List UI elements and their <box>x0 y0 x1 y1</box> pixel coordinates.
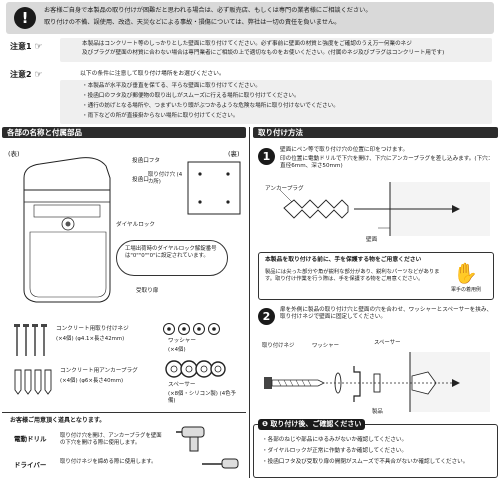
dial-note-text: 工場出荷時のダイヤルロック解錠番号は"0""0""0"に設定されています。 <box>125 246 217 259</box>
step-2-illustration <box>264 352 490 412</box>
notice-2-item: ・本製品が水平及び垂直を保てる、平らな壁面に取り付けてください。 <box>82 83 261 89</box>
anchor-label: コンクリート用アンカープラグ <box>60 368 138 374</box>
tool-driver-desc: 取り付けネジを締める際に使用します。 <box>60 459 157 465</box>
pointing-hand-icon: ☞ <box>34 42 43 52</box>
parts-section-header: 各部の名称と付属部品 <box>2 127 246 139</box>
step-1-wall-label: 壁面 <box>366 237 378 243</box>
notice-1-line-1: 本製品はコンクリート等のしっかりとした壁面に取り付けてください。必ず事前に壁面の… <box>82 41 412 47</box>
washer-label: ワッシャー <box>168 338 196 344</box>
warning-line-2: 取り付けの不備、誤使用、改造、天災などによる事故・損傷については、弊社は一切の責… <box>44 19 341 26</box>
part-dial-label: ダイヤルロック <box>116 222 155 228</box>
washer-illustration <box>163 323 220 335</box>
exclamation-circle-icon: ! <box>14 7 36 29</box>
after-install-item: ・各部のねじや部品にゆるみがないか確認してください。 <box>262 437 408 443</box>
notice-1-line-2: 及びプラグが壁面の材質に合わない場合は専門業者にご相談の上で適切なものをお使いく… <box>82 50 445 56</box>
glove-icon: ✋ <box>453 261 478 285</box>
washer-count: (×4個) <box>168 347 186 353</box>
tool-drill-desc: 取り付け穴を開け、アンカープラグを壁面の下穴を開ける際に使用します。 <box>60 433 162 446</box>
step-2-product-label: 製品 <box>372 409 383 415</box>
mailbox-back-illustration <box>187 161 241 215</box>
glove-warning-text: 製品には尖った部分や角が鋭利な部分があり、鋭利なパーツなどがあります。取り付け作… <box>265 269 440 282</box>
notice-1-box: 本製品はコンクリート等のしっかりとした壁面に取り付けてください。必ず事前に壁面の… <box>60 38 492 62</box>
front-label: (表) <box>8 150 20 158</box>
column-divider <box>249 127 250 478</box>
step-2-screw-label: 取り付けネジ <box>262 343 295 349</box>
step-2-text-1: 扉を外側に製品の取り付け穴と壁面の穴を合わせ、ワッシャーとスペーサーを挟み、取り… <box>280 307 493 320</box>
anchor-spec: (×4個) (φ6×長さ40mm) <box>60 378 124 384</box>
notice-2-item: ・通行の妨げとなる場所や、つまずいたり頭がぶつかるような危険な場所に取り付けない… <box>82 103 339 109</box>
step-1-text-1: 壁面にペン等で取り付け穴の位置に印をつけます。 <box>280 147 409 153</box>
install-section-header: 取り付け方法 <box>253 127 498 139</box>
drill-icon <box>176 426 205 452</box>
notice-1-title: 注意1 <box>10 42 32 51</box>
tool-driver-name: ドライバー <box>14 461 47 469</box>
dial-note-bubble: 工場出荷時のダイヤルロック解錠番号は"0""0""0"に設定されています。 <box>116 240 228 276</box>
glove-caption: 軍手の着用例 <box>451 287 482 293</box>
part-lid-label: 投函口フタ <box>132 158 160 164</box>
notice-2-title: 注意2 <box>10 70 32 79</box>
pointing-hand-icon: ☞ <box>34 70 43 80</box>
step-1-anchor-label: アンカープラグ <box>265 186 304 192</box>
glove-warning-title: 本製品を取り付ける前に、手を保護する物をご用意ください <box>265 257 422 263</box>
after-install-title: ❶ 取り付け後、ご確認ください <box>258 419 366 430</box>
notice-2-box: ・本製品が水平及び垂直を保てる、平らな壁面に取り付けてください。 ・投函口のフタ… <box>60 80 492 124</box>
warning-line-1: お客様ご自身で本製品の取り付けが困難だと思われる場合は、必ず販売店、もしくは専門… <box>44 7 372 14</box>
tools-box: お客様ご用意頂く道具となります。 電動ドリル 取り付け穴を開け、アンカープラグを… <box>2 412 246 478</box>
notice-2-intro: 以下の条件に注意して取り付け場所をお選びください。 <box>80 71 225 77</box>
step-2-washer-label: ワッシャー <box>312 343 339 349</box>
screw-spec: (×4個) (φ4.1×長さ42mm) <box>56 336 125 342</box>
back-label: (裏) <box>228 150 240 158</box>
part-receiver-label: 受取り扉 <box>136 288 159 294</box>
mailbox-front-illustration <box>23 157 111 303</box>
step-2-number: 2 <box>258 308 275 325</box>
notice-2-label: 注意2 ☞ <box>10 70 42 81</box>
spacer-illustration <box>165 360 226 378</box>
glove-warning-box: 本製品を取り付ける前に、手を保護する物をご用意ください 製品には尖った部分や角が… <box>258 252 494 300</box>
after-install-item: ・投函口フタ及び受取り扉の開閉がスムーズで不具合がないか確認してください。 <box>262 459 469 465</box>
after-install-item: ・ダイヤルロックが正常に作動するか確認してください。 <box>262 448 407 454</box>
screwdriver-icon <box>202 458 239 469</box>
anchor-plug-illustration <box>14 369 52 395</box>
step-2-spacer-label: スペーサー <box>374 340 401 346</box>
after-install-box: ❶ 取り付け後、ご確認ください ・各部のねじや部品にゆるみがないか確認してくださ… <box>253 419 498 478</box>
after-install-list: ・各部のねじや部品にゆるみがないか確認してください。 ・ダイヤルロックが正常に作… <box>262 437 494 470</box>
info-icon: ❶ <box>262 420 268 428</box>
notice-1-label: 注意1 ☞ <box>10 42 42 53</box>
spacer-spec: (×8個・シリコン製) (4色予備) <box>168 391 236 404</box>
after-install-title-text: 取り付け後、ご確認ください <box>270 420 362 428</box>
notice-2-item: ・雨下などの所が直接掛からない場所に取り付けてください。 <box>82 113 239 119</box>
spacer-label: スペーサー <box>168 382 196 388</box>
screw-label: コンクリート用取り付けネジ <box>56 326 129 332</box>
tools-title: お客様ご用意頂く道具となります。 <box>10 417 106 424</box>
step-1-number: 1 <box>258 148 275 165</box>
step-1-text-2: 印の位置に電動ドリルで下穴を開け、下穴にアンカープラグを差し込みます。(下穴：直… <box>280 156 494 169</box>
top-warning-box: ! お客様ご自身で本製品の取り付けが困難だと思われる場合は、必ず販売店、もしくは… <box>6 2 494 34</box>
tool-drill-name: 電動ドリル <box>14 435 47 443</box>
part-slot-label: 投函口 <box>132 177 149 183</box>
notice-2-item: ・投函口のフタ及び郵便物の取り出しがスムーズに行える場所に取り付けてください。 <box>82 93 300 99</box>
screw-illustration <box>14 324 47 356</box>
part-holes-label: 取り付け穴 (4カ所) <box>148 172 183 185</box>
step-1-illustration <box>279 182 490 236</box>
